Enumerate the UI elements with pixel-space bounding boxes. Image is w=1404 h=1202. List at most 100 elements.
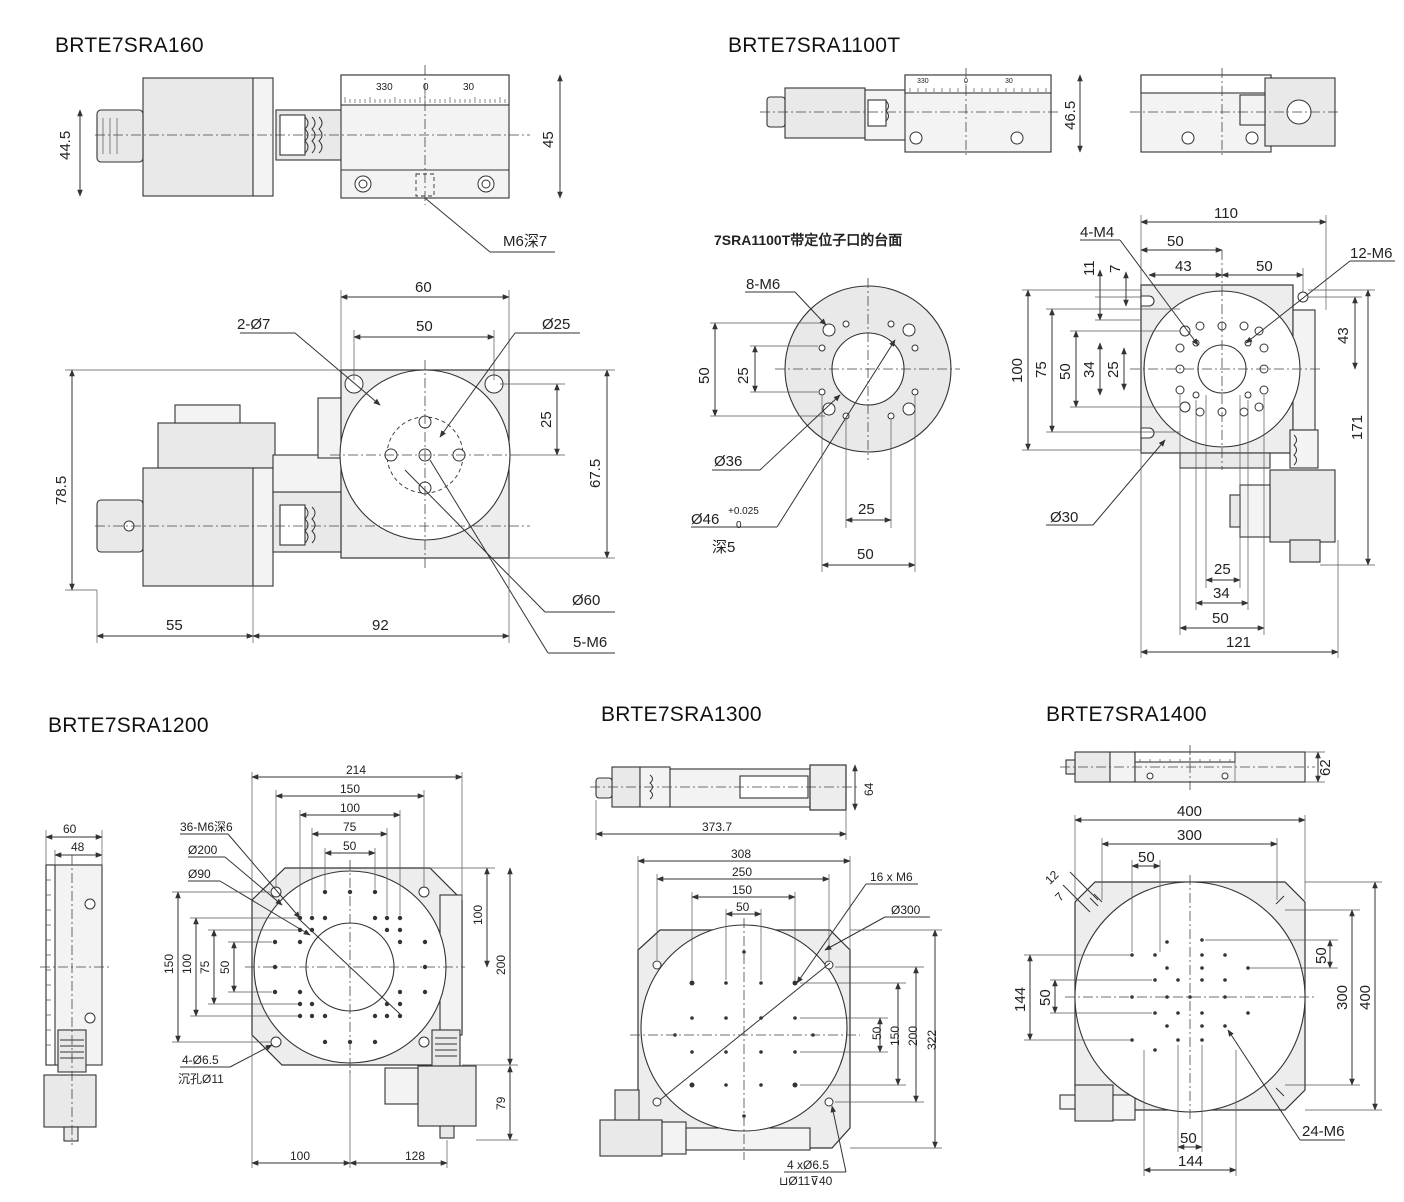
model-1300-dim-373-7: 373.7 xyxy=(702,820,732,834)
model-160-dim-50: 50 xyxy=(416,318,433,335)
model-1300-top-view: 308 250 150 50 16 x M6 Ø300 50 150 200 xyxy=(599,847,942,1188)
model-1200-dim-79: 79 xyxy=(494,1096,508,1110)
model-1200-rdim-200: 200 xyxy=(494,955,508,975)
model-160-title: BRTE7SRA160 xyxy=(55,34,204,57)
model-1200-label-4-phi6-5: 4-Ø6.5 xyxy=(182,1053,219,1067)
model-1300-dim-150: 150 xyxy=(732,883,752,897)
model-160-scale-330: 330 xyxy=(376,82,393,93)
model-1300-group: BRTE7SRA1300 64 373.7 xyxy=(590,703,942,1188)
model-1400-ldim-50: 50 xyxy=(1037,989,1054,1006)
model-1300-rdim-150: 150 xyxy=(888,1026,902,1046)
model-1200-vdim-75: 75 xyxy=(198,960,212,974)
model-1200-dim-150: 150 xyxy=(340,782,360,796)
model-1100t-top-dim-50b: 50 xyxy=(1256,258,1273,275)
model-1400-label-24-m6: 24-M6 xyxy=(1302,1123,1345,1140)
model-1100t-face-dim-25h: 25 xyxy=(858,501,875,518)
model-1100t-group: BRTE7SRA1100T 330 0 30 46.5 xyxy=(691,34,1395,658)
model-1300-dim-50: 50 xyxy=(736,900,750,914)
model-1200-side-dim-48: 48 xyxy=(71,840,85,854)
model-1400-rdim-50: 50 xyxy=(1313,947,1330,964)
model-1100t-top-dim-43a: 43 xyxy=(1175,258,1192,275)
model-1400-ldim-144: 144 xyxy=(1012,987,1029,1012)
model-160-top-view: 60 50 2-Ø7 Ø25 25 78.5 67.5 Ø60 5-M6 55 xyxy=(53,279,615,654)
model-1100t-dim-75: 75 xyxy=(1033,361,1050,378)
model-1300-dim-250: 250 xyxy=(732,865,752,879)
model-1100t-scale-30: 30 xyxy=(1005,78,1013,85)
model-1200-label-36-m6: 36-M6深6 xyxy=(180,820,233,834)
model-1100t-dim-11: 11 xyxy=(1081,260,1098,276)
model-1100t-dim-7: 7 xyxy=(1107,265,1124,273)
model-160-label-2-phi7: 2-Ø7 xyxy=(237,316,270,333)
model-1100t-label-phi30: Ø30 xyxy=(1050,509,1078,526)
model-1200-side-view: 60 48 xyxy=(40,822,110,1145)
model-1200-vdim-150: 150 xyxy=(162,954,176,974)
model-1100t-dim-25h: 25 xyxy=(1214,561,1231,578)
model-1200-vdim-100: 100 xyxy=(180,954,194,974)
model-1300-rdim-322: 322 xyxy=(925,1030,939,1050)
model-1100t-dim-100: 100 xyxy=(1009,358,1026,383)
model-160-dim-92: 92 xyxy=(372,617,389,634)
model-1400-rdim-400: 400 xyxy=(1357,985,1374,1010)
model-1300-title: BRTE7SRA1300 xyxy=(601,703,762,726)
model-1100t-label-8-m6: 8-M6 xyxy=(746,276,780,293)
model-1200-dim-50: 50 xyxy=(343,839,357,853)
model-160-side-view: 330 0 30 M6深7 44.5 45 xyxy=(57,65,563,253)
model-160-dim-25: 25 xyxy=(538,411,555,428)
model-160-label-phi60: Ø60 xyxy=(572,592,600,609)
model-1100t-label-12-m6: 12-M6 xyxy=(1350,245,1393,262)
model-1100t-face-dim-25v: 25 xyxy=(735,367,752,384)
model-1400-dim-400: 400 xyxy=(1177,803,1202,820)
model-1300-dim-308: 308 xyxy=(731,847,751,861)
model-1100t-top-view: 110 50 43 50 4-M4 12-M6 11 7 43 100 xyxy=(1009,205,1395,658)
model-1300-hole-pattern xyxy=(652,950,834,1118)
model-1300-side-view: 64 373.7 xyxy=(590,764,876,840)
model-1300-rdim-200: 200 xyxy=(906,1026,920,1046)
model-1200-top-view: 214 150 100 75 50 36-M6深6 Ø200 Ø90 150 1… xyxy=(162,763,518,1168)
model-1400-rdim-300: 300 xyxy=(1334,985,1351,1010)
model-1200-hole-grid xyxy=(272,889,428,1045)
model-1400-bdim-50: 50 xyxy=(1180,1130,1197,1147)
model-160-dim-44-5: 44.5 xyxy=(57,131,74,160)
model-1100t-dim-121: 121 xyxy=(1226,634,1251,651)
model-160-dim-45: 45 xyxy=(540,131,557,148)
model-160-scale-0: 0 xyxy=(423,82,429,93)
model-1400-dim-300: 300 xyxy=(1177,827,1202,844)
model-160-label-5-m6: 5-M6 xyxy=(573,634,607,651)
model-160-dim-78-5: 78.5 xyxy=(53,476,70,505)
model-160-dim-55: 55 xyxy=(166,617,183,634)
model-1100t-dim-25v: 25 xyxy=(1105,361,1122,378)
model-1100t-dim-34h: 34 xyxy=(1213,585,1230,602)
model-1400-hole-pattern xyxy=(1130,938,1250,1052)
model-1400-dim-62: 62 xyxy=(1317,759,1334,776)
model-1400-top-view: 400 300 50 12 7 50 300 400 144 50 xyxy=(1012,803,1382,1176)
model-1100t-dim-171: 171 xyxy=(1349,415,1366,440)
model-1400-dim-50-top: 50 xyxy=(1138,849,1155,866)
model-1100t-dim-50v: 50 xyxy=(1057,363,1074,380)
model-1300-label-phi300: Ø300 xyxy=(891,903,921,917)
model-1100t-dim-34: 34 xyxy=(1081,361,1098,378)
model-1100t-label-phi36: Ø36 xyxy=(714,453,742,470)
model-1100t-subtitle: 7SRA1100T带定位子口的台面 xyxy=(714,232,902,248)
model-1100t-scale-330: 330 xyxy=(917,78,929,85)
model-1100t-top-dim-50a: 50 xyxy=(1167,233,1184,250)
model-1100t-label-4-m4: 4-M4 xyxy=(1080,224,1114,241)
model-1100t-dim-50h: 50 xyxy=(1212,610,1229,627)
model-1400-dim-7: 7 xyxy=(1052,889,1067,904)
model-1300-rdim-50: 50 xyxy=(870,1026,884,1040)
model-1200-label-phi200: Ø200 xyxy=(188,843,218,857)
model-1200-vdim-50: 50 xyxy=(218,960,232,974)
model-160-label-phi25: Ø25 xyxy=(542,316,570,333)
model-1100t-dim-46-5: 46.5 xyxy=(1062,101,1079,130)
model-1200-side-dim-60: 60 xyxy=(63,822,77,836)
model-1300-label-16-m6: 16 x M6 xyxy=(870,870,913,884)
model-1200-dim-75: 75 xyxy=(343,820,357,834)
model-1200-group: BRTE7SRA1200 60 48 xyxy=(40,714,518,1168)
model-1100t-tol-upper: +0.025 xyxy=(728,506,759,517)
model-160-m6-depth-label: M6深7 xyxy=(503,233,547,250)
model-1200-label-phi90: Ø90 xyxy=(188,867,211,881)
model-1200-title: BRTE7SRA1200 xyxy=(48,714,209,737)
model-1400-group: BRTE7SRA1400 62 xyxy=(1012,703,1382,1176)
model-1400-dim-12: 12 xyxy=(1042,868,1062,888)
model-1100t-depth-5: 深5 xyxy=(712,539,735,556)
